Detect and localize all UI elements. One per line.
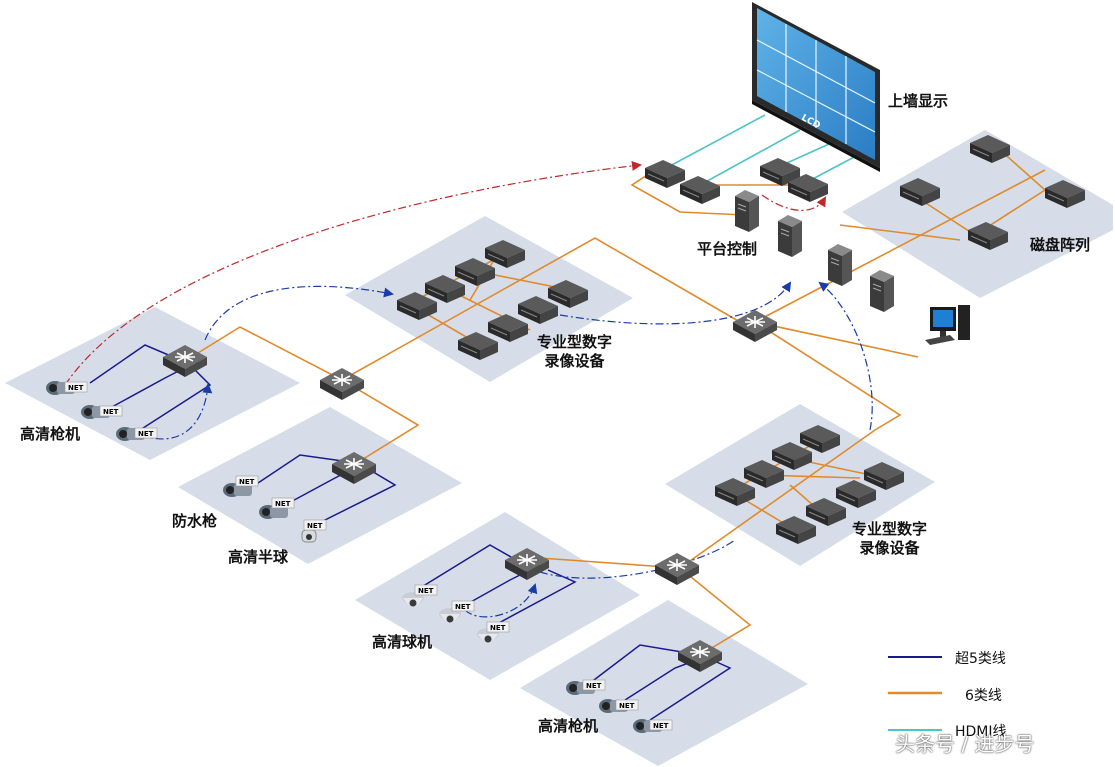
camera-dome: NET bbox=[477, 621, 510, 643]
lcd-video-wall: LCD bbox=[752, 2, 880, 172]
zone-nvr-bottom bbox=[665, 404, 935, 566]
camera-tag: NET bbox=[490, 624, 506, 632]
label-hd-bullet-left: 高清枪机 bbox=[20, 425, 81, 443]
camera-bullet: NET bbox=[566, 679, 606, 695]
label-disk-array: 磁盘阵列 bbox=[1030, 236, 1091, 254]
legend-label-cat5e: 超5类线 bbox=[955, 651, 1006, 667]
label-hd-half-dome: 高清半球 bbox=[228, 548, 289, 566]
camera-tag: NET bbox=[653, 722, 669, 730]
camera-waterproof: NET bbox=[259, 497, 295, 519]
zone-dome bbox=[355, 512, 640, 680]
label-nvr-top: 专业型数字 录像设备 bbox=[537, 333, 613, 370]
label-wall-display: 上墙显示 bbox=[888, 92, 949, 110]
camera-bullet: NET bbox=[81, 405, 123, 419]
camera-tag: NET bbox=[103, 408, 119, 416]
legend-samples bbox=[888, 656, 942, 731]
camera-dome: NET bbox=[402, 584, 438, 607]
label-waterproof-gun: 防水枪 bbox=[172, 512, 218, 530]
legend-label-cat6: 6类线 bbox=[965, 688, 1002, 704]
camera-bullet: NET bbox=[633, 719, 673, 733]
zone-disk-array bbox=[842, 130, 1113, 298]
label-nvr-bottom: 专业型数字 录像设备 bbox=[852, 520, 928, 557]
watermark: 头条号 / 进步号 bbox=[895, 732, 1035, 756]
camera-tag: NET bbox=[455, 603, 471, 611]
zone-nvr-top bbox=[345, 216, 633, 382]
label-platform-control: 平台控制 bbox=[697, 240, 758, 258]
camera-tag: NET bbox=[138, 430, 154, 438]
camera-bullet: NET bbox=[599, 699, 639, 713]
camera-half-dome: NET bbox=[301, 519, 327, 543]
camera-bullet: NET bbox=[116, 427, 158, 441]
cameras: NET NET NET NET NET NET NET NET NET NET … bbox=[46, 381, 673, 733]
cat6-trunks bbox=[184, 149, 1047, 656]
zone-bullet-left bbox=[5, 307, 300, 460]
camera-tag: NET bbox=[418, 587, 434, 595]
camera-dome: NET bbox=[439, 600, 475, 623]
camera-tag: NET bbox=[619, 702, 635, 710]
label-hd-dome: 高清球机 bbox=[372, 633, 433, 651]
flow-arrows bbox=[64, 160, 873, 618]
camera-tag: NET bbox=[239, 478, 255, 486]
camera-bullet: NET bbox=[46, 381, 88, 395]
camera-tag: NET bbox=[68, 384, 84, 392]
camera-tag: NET bbox=[275, 500, 291, 508]
camera-waterproof: NET bbox=[223, 475, 259, 497]
camera-tag: NET bbox=[586, 682, 602, 690]
camera-tag: NET bbox=[307, 522, 323, 530]
workstation-pc bbox=[925, 305, 970, 345]
zone-bullet-bottom bbox=[520, 600, 808, 766]
label-hd-bullet-bottom: 高清枪机 bbox=[538, 717, 599, 735]
legend-label-hdmi: HDMI线 bbox=[955, 724, 1007, 740]
zones bbox=[5, 130, 1113, 766]
